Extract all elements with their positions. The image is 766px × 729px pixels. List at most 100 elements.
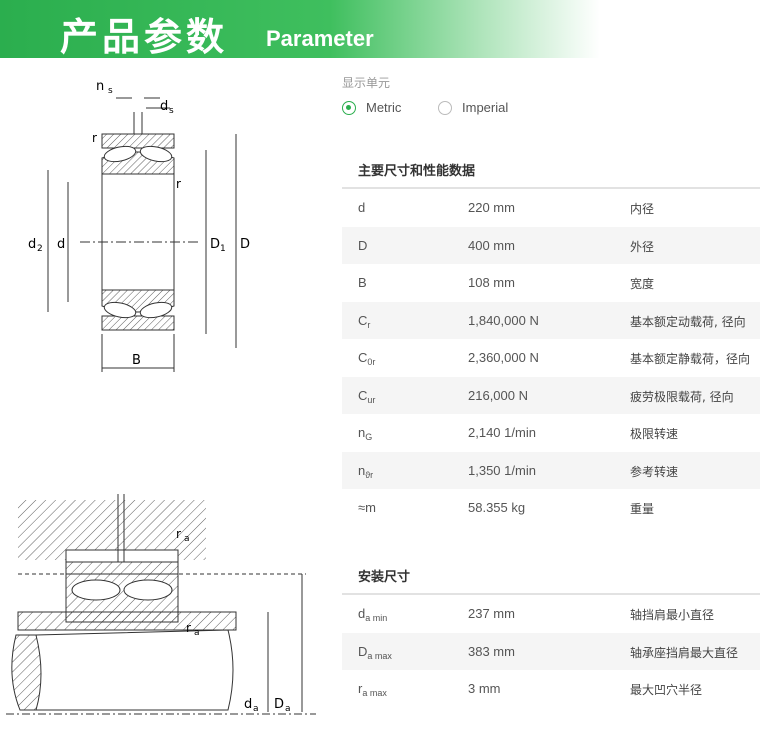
param-description: 基本额定静载荷，径向: [630, 352, 751, 366]
param-value: 1,840,000 N: [468, 312, 539, 328]
main-dims-title: 主要尺寸和性能数据: [358, 163, 476, 178]
table-row: D 400 mm 外径: [342, 226, 760, 264]
label-ra-bottom: r: [186, 621, 191, 635]
param-description: 外径: [630, 239, 655, 254]
label-ds-sub: s: [169, 106, 174, 116]
mounting-drawing: r a r a d a D a: [6, 494, 316, 715]
param-symbol-main: ≈m: [358, 500, 376, 515]
label-D: D: [240, 237, 250, 252]
param-symbol: ≈m: [358, 500, 376, 515]
label-ra-bottom-sub: a: [194, 628, 200, 638]
table-row: ra max 3 mm 最大凹穴半径: [342, 670, 760, 708]
param-symbol-main: n: [358, 425, 366, 440]
param-description: 重量: [630, 502, 655, 516]
param-value: 108 mm: [468, 275, 515, 290]
param-description: 轴承座挡肩最大直径: [630, 645, 739, 660]
param-symbol-main: C: [358, 350, 368, 365]
param-description: 轴挡肩最小直径: [630, 608, 715, 622]
param-symbol-main: D: [358, 237, 368, 253]
param-value: 3 mm: [468, 681, 501, 696]
mount-dims-table: da min 237 mm 轴挡肩最小直径 Da max 383 mm 轴承座挡肩最大直径…: [342, 593, 760, 708]
label-da: d: [244, 697, 252, 712]
param-symbol-sub: a min: [365, 613, 388, 623]
label-d2: d: [28, 237, 36, 252]
param-symbol: da min: [358, 606, 387, 623]
label-D1-sub: 1: [220, 244, 226, 254]
param-description: 内径: [630, 202, 655, 216]
table-divider: [342, 593, 760, 595]
param-value: 2,140 1/min: [468, 425, 536, 440]
table-row: da min 237 mm 轴挡肩最小直径: [342, 595, 760, 633]
table-row: Cr 1,840,000 N 基本额定动载荷, 径向: [342, 301, 760, 339]
table-row: ≈m 58.355 kg 重量: [342, 489, 760, 527]
param-symbol-sub: ur: [367, 394, 376, 405]
label-ns: n: [96, 79, 104, 94]
param-description: 最大凹穴半径: [630, 683, 703, 697]
table-row: B 108 mm 宽度: [342, 264, 760, 302]
param-description: 宽度: [630, 277, 655, 291]
param-symbol-main: r: [358, 681, 363, 696]
param-value: 216,000 N: [468, 387, 528, 403]
param-symbol-main: B: [358, 275, 367, 290]
label-d: d: [57, 237, 65, 252]
param-value: 383 mm: [468, 643, 515, 659]
param-symbol-sub: ϑr: [365, 469, 374, 480]
param-symbol-main: C: [358, 387, 368, 403]
param-symbol-sub: r: [367, 319, 371, 330]
param-description: 基本额定动载荷, 径向: [630, 314, 746, 329]
table-row: d 220 mm 内径: [342, 189, 760, 227]
table-row: Da max 383 mm 轴承座挡肩最大直径: [342, 632, 760, 670]
label-r-top: r: [92, 131, 97, 145]
param-value: 220 mm: [468, 200, 515, 215]
table-divider: [342, 187, 760, 189]
param-symbol: Cur: [358, 388, 375, 405]
header-banner: 产品参数 Parameter: [0, 0, 600, 59]
param-description: 疲劳极限载荷, 径向: [630, 389, 734, 404]
label-D1: D: [210, 237, 220, 252]
label-Da: D: [274, 697, 284, 712]
radio-selected-icon: [342, 100, 356, 115]
param-value: 400 mm: [468, 237, 515, 253]
param-value: 237 mm: [468, 606, 515, 621]
param-symbol-sub: 0r: [367, 357, 376, 367]
page-title: 产品参数: [60, 15, 229, 59]
label-ra-top: r: [176, 527, 181, 541]
radio-metric-label: Metric: [366, 100, 402, 115]
param-symbol: Da max: [358, 644, 392, 661]
table-row: Cur 216,000 N 疲劳极限载荷, 径向: [342, 376, 760, 414]
label-Da-sub: a: [285, 704, 291, 714]
page-subtitle: Parameter: [266, 26, 374, 51]
param-description: 参考转速: [630, 464, 679, 479]
label-ns-sub: s: [108, 86, 113, 96]
radio-imperial[interactable]: Imperial: [438, 100, 508, 115]
bearing-section-drawing: n s d s r r d 2 d D 1 D B: [28, 79, 250, 372]
param-description: 极限转速: [630, 427, 679, 441]
param-symbol: nϑr: [358, 463, 373, 480]
table-row: nG 2,140 1/min 极限转速: [342, 414, 760, 452]
param-symbol: ra max: [358, 681, 387, 698]
main-dims-table: d 220 mm 内径 D 400 mm 外径 B 108 mm 宽度 Cr 1,840,000 N…: [342, 187, 760, 527]
radio-imperial-label: Imperial: [462, 100, 509, 115]
param-symbol: d: [358, 200, 365, 215]
label-B: B: [132, 353, 141, 368]
param-symbol-sub: a max: [367, 650, 392, 661]
label-ra-top-sub: a: [184, 534, 190, 544]
param-symbol: nG: [358, 425, 372, 442]
radio-unselected-icon: [438, 100, 452, 115]
label-ds: d: [160, 99, 168, 114]
param-symbol: B: [358, 275, 367, 290]
param-symbol-sub: a max: [362, 688, 387, 698]
table-row: nϑr 1,350 1/min 参考转速: [342, 451, 760, 489]
param-symbol-main: d: [358, 606, 366, 621]
label-r-side: r: [176, 177, 181, 191]
param-symbol-main: n: [358, 462, 366, 478]
label-da-sub: a: [253, 704, 259, 714]
param-symbol: Cr: [358, 313, 370, 330]
param-value: 58.355 kg: [468, 500, 526, 515]
radio-metric[interactable]: Metric: [342, 100, 401, 115]
param-value: 1,350 1/min: [468, 462, 536, 478]
label-d2-sub: 2: [37, 244, 43, 254]
mount-dims-title: 安装尺寸: [358, 569, 411, 584]
param-symbol-main: d: [358, 200, 366, 215]
